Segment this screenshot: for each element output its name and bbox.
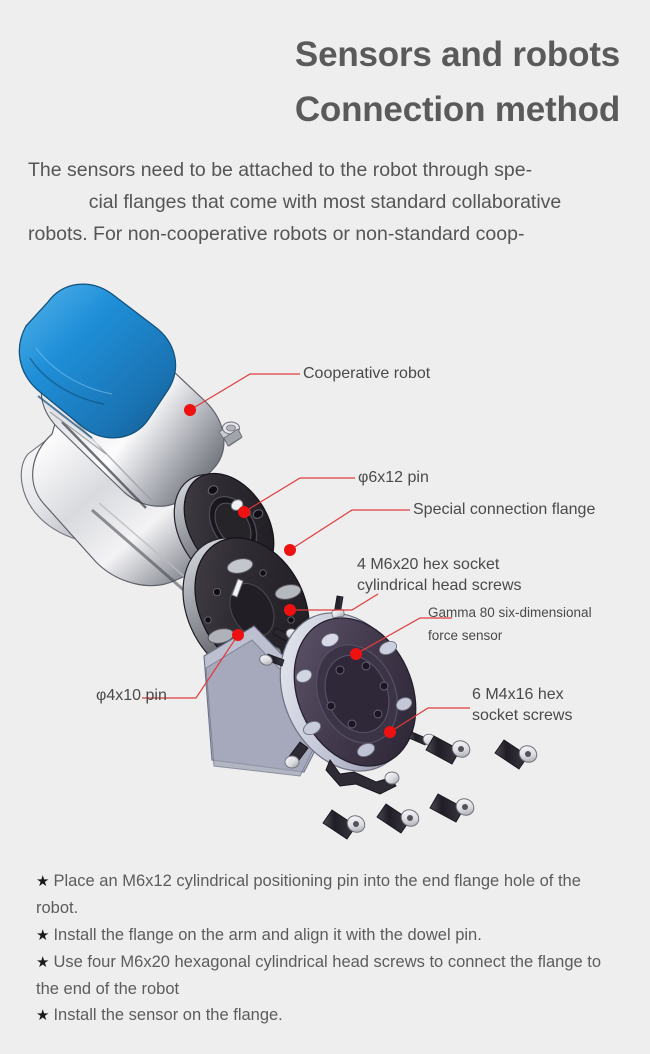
callout-label-cooperative-robot: Cooperative robot bbox=[303, 365, 431, 382]
loose-screw-1 bbox=[425, 735, 471, 765]
callout-label-pin-6x12: φ6x12 pin bbox=[358, 469, 429, 486]
intro-line-1: The sensors need to be attached to the r… bbox=[28, 159, 533, 181]
page-title: Sensors and robots Connection method bbox=[0, 28, 620, 137]
instruction-item: ★Install the sensor on the flange. bbox=[36, 1002, 616, 1029]
marker-m6x20-screws bbox=[284, 604, 296, 616]
installed-screw-top bbox=[331, 595, 345, 618]
callout-label-force-sensor: Gamma 80 six-dimensional force sensor bbox=[428, 602, 592, 648]
instruction-text: Use four M6x20 hexagonal cylindrical hea… bbox=[36, 952, 602, 998]
callout-label-pin-4x10: φ4x10 pin bbox=[96, 687, 167, 704]
callout-label-m4x16-line-2: socket screws bbox=[472, 706, 573, 724]
leader-m4x16-screws bbox=[389, 707, 470, 733]
instruction-item: ★Use four M6x20 hexagonal cylindrical he… bbox=[36, 949, 616, 1003]
star-bullet-icon: ★ bbox=[36, 873, 50, 890]
leader-special-flange bbox=[289, 509, 410, 551]
robot-connector-nub bbox=[218, 421, 243, 447]
assembly-diagram-svg bbox=[18, 283, 538, 840]
loose-screw-2 bbox=[429, 793, 475, 823]
callout-leaders bbox=[142, 373, 470, 733]
callout-markers bbox=[184, 404, 396, 738]
loose-screws-group bbox=[322, 735, 538, 840]
callout-label-m6x20-line-2: cylindrical head screws bbox=[357, 576, 522, 594]
leader-pin-4x10 bbox=[142, 634, 239, 699]
instruction-text: Install the flange on the arm and align … bbox=[53, 925, 482, 944]
leader-cooperative-robot bbox=[189, 373, 300, 411]
callout-label-m6x20-screws: 4 M6x20 hex socket cylindrical head scre… bbox=[357, 555, 522, 597]
callout-label-force-sensor-line-1: Gamma 80 six-dimensional bbox=[428, 605, 592, 620]
callout-label-m4x16-line-1: 6 M4x16 hex bbox=[472, 686, 564, 703]
callout-label-m6x20-line-1: 4 M6x20 hex socket bbox=[357, 556, 500, 573]
page-title-line-2: Connection method bbox=[294, 89, 620, 129]
instruction-item: ★Install the flange on the arm and align… bbox=[36, 922, 616, 949]
installed-screw-left bbox=[259, 653, 285, 667]
callout-label-force-sensor-line-2: force sensor bbox=[428, 627, 503, 643]
star-bullet-icon: ★ bbox=[36, 1007, 50, 1025]
instruction-text: Install the sensor on the flange. bbox=[53, 1006, 283, 1025]
force-sensor-graphic bbox=[203, 595, 438, 795]
loose-screw-4 bbox=[322, 809, 366, 840]
assembly-diagram: Cooperative robot φ6x12 pin Special conn… bbox=[0, 262, 650, 857]
leader-m6x20-screws bbox=[290, 593, 379, 611]
callout-label-m4x16-screws: 6 M4x16 hex socket screws bbox=[472, 685, 572, 727]
loose-screw-3 bbox=[494, 739, 538, 770]
star-bullet-icon: ★ bbox=[36, 953, 50, 971]
marker-m4x16-screws bbox=[384, 726, 396, 738]
star-bullet-icon: ★ bbox=[36, 926, 50, 944]
sensor-cable-bracket bbox=[284, 741, 400, 795]
leader-pin-6x12 bbox=[243, 477, 355, 513]
loose-screw-5 bbox=[376, 803, 420, 834]
callout-label-special-flange: Special connection flange bbox=[413, 501, 596, 518]
intro-paragraph: The sensors need to be attached to the r… bbox=[28, 155, 622, 250]
leader-force-sensor bbox=[355, 617, 452, 655]
marker-pin-6x12 bbox=[238, 506, 250, 518]
instruction-text: Place an M6x12 cylindrical positioning p… bbox=[36, 872, 581, 917]
marker-force-sensor bbox=[350, 648, 362, 660]
robot-arm-graphic bbox=[18, 283, 275, 594]
marker-cooperative-robot bbox=[184, 404, 196, 416]
intro-line-2: cial flanges that come with most standar… bbox=[88, 190, 562, 213]
instruction-item: ★Place an M6x12 cylindrical positioning … bbox=[36, 868, 616, 922]
intro-line-3: robots. For non-cooperative robots or no… bbox=[28, 222, 525, 245]
page-title-line-1: Sensors and robots bbox=[294, 35, 620, 74]
marker-pin-4x10 bbox=[232, 629, 244, 641]
marker-special-flange bbox=[284, 544, 296, 556]
instruction-list: ★Place an M6x12 cylindrical positioning … bbox=[36, 868, 616, 1029]
